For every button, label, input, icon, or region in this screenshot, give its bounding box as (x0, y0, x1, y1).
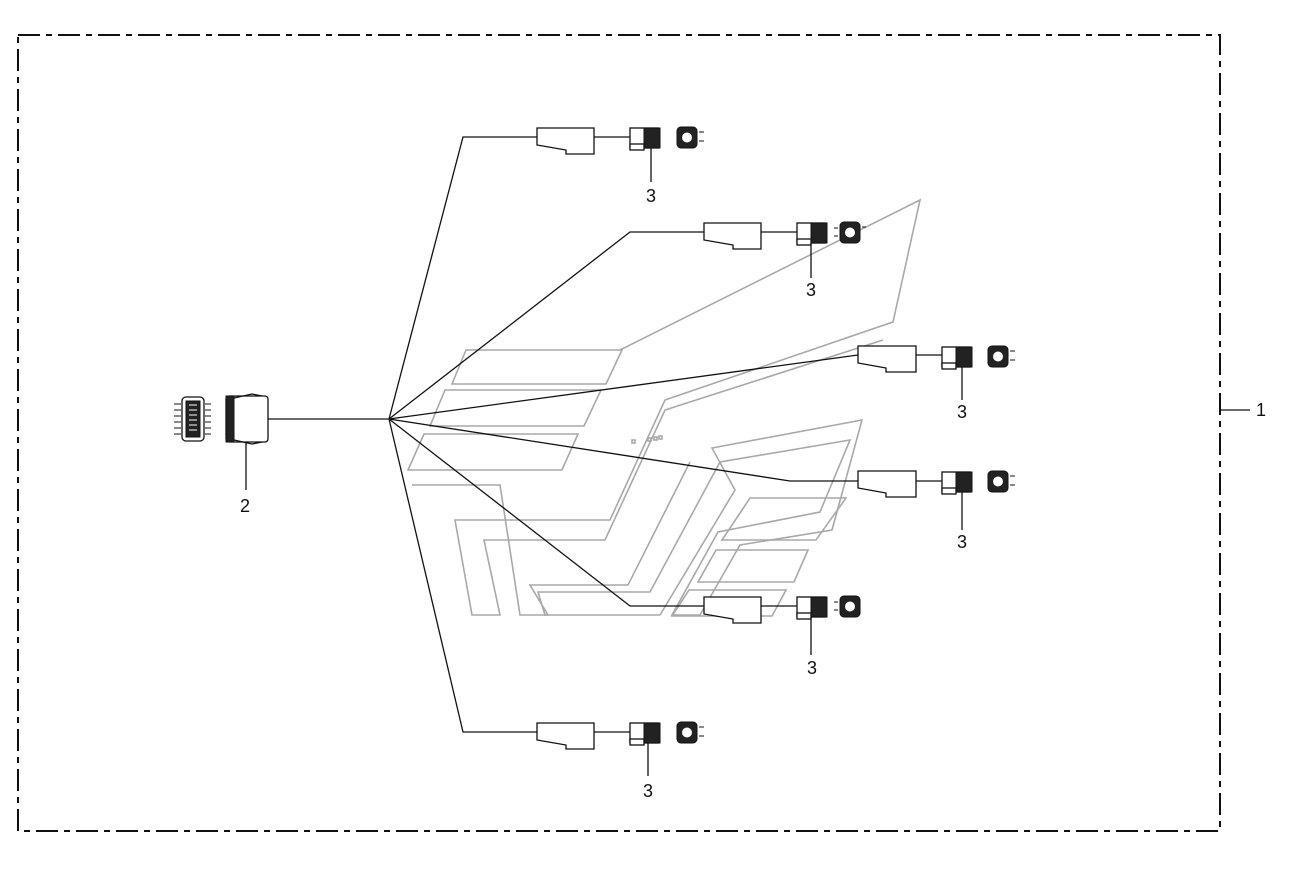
callout-branch-connector-4: 3 (957, 532, 967, 552)
main-connector (174, 393, 269, 445)
branch-connector-2 (703, 221, 866, 278)
branch-connector-3 (857, 345, 1015, 400)
branch-connector-5 (703, 595, 861, 655)
branch-wire-5 (388, 418, 797, 607)
callout-harness: 1 (1256, 400, 1266, 420)
background-watermark (406, 198, 922, 617)
callout-branch-connector-6: 3 (643, 781, 653, 801)
watermark-dots (631, 435, 663, 444)
branch-connector-1 (536, 126, 704, 182)
callout-branch-connector-1: 3 (646, 186, 656, 206)
branch-connector-4 (857, 470, 1015, 530)
callout-branch-connector-5: 3 (807, 658, 817, 678)
assembly-boundary-frame (17, 34, 1221, 832)
main-connector-housing (225, 393, 269, 445)
branch-connector-6 (536, 721, 704, 776)
callout-main-connector: 2 (240, 496, 250, 516)
branch-wire-6 (388, 418, 630, 733)
main-connector-pin-face (174, 396, 211, 442)
callout-branch-connector-2: 3 (806, 280, 816, 300)
branch-wire-1 (388, 136, 630, 420)
callout-branch-connector-3: 3 (957, 402, 967, 422)
